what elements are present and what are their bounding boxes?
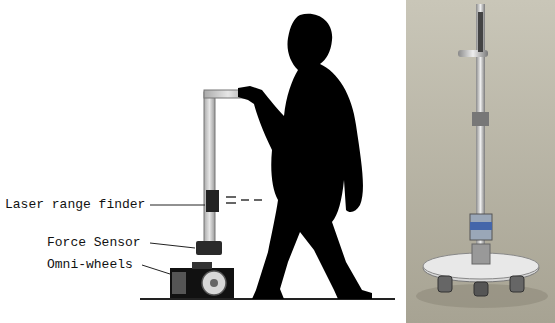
part-label: Laser range finder <box>4 197 146 213</box>
part-label: Force Sensor <box>46 235 142 251</box>
part-label: Omni-wheels <box>46 257 134 273</box>
